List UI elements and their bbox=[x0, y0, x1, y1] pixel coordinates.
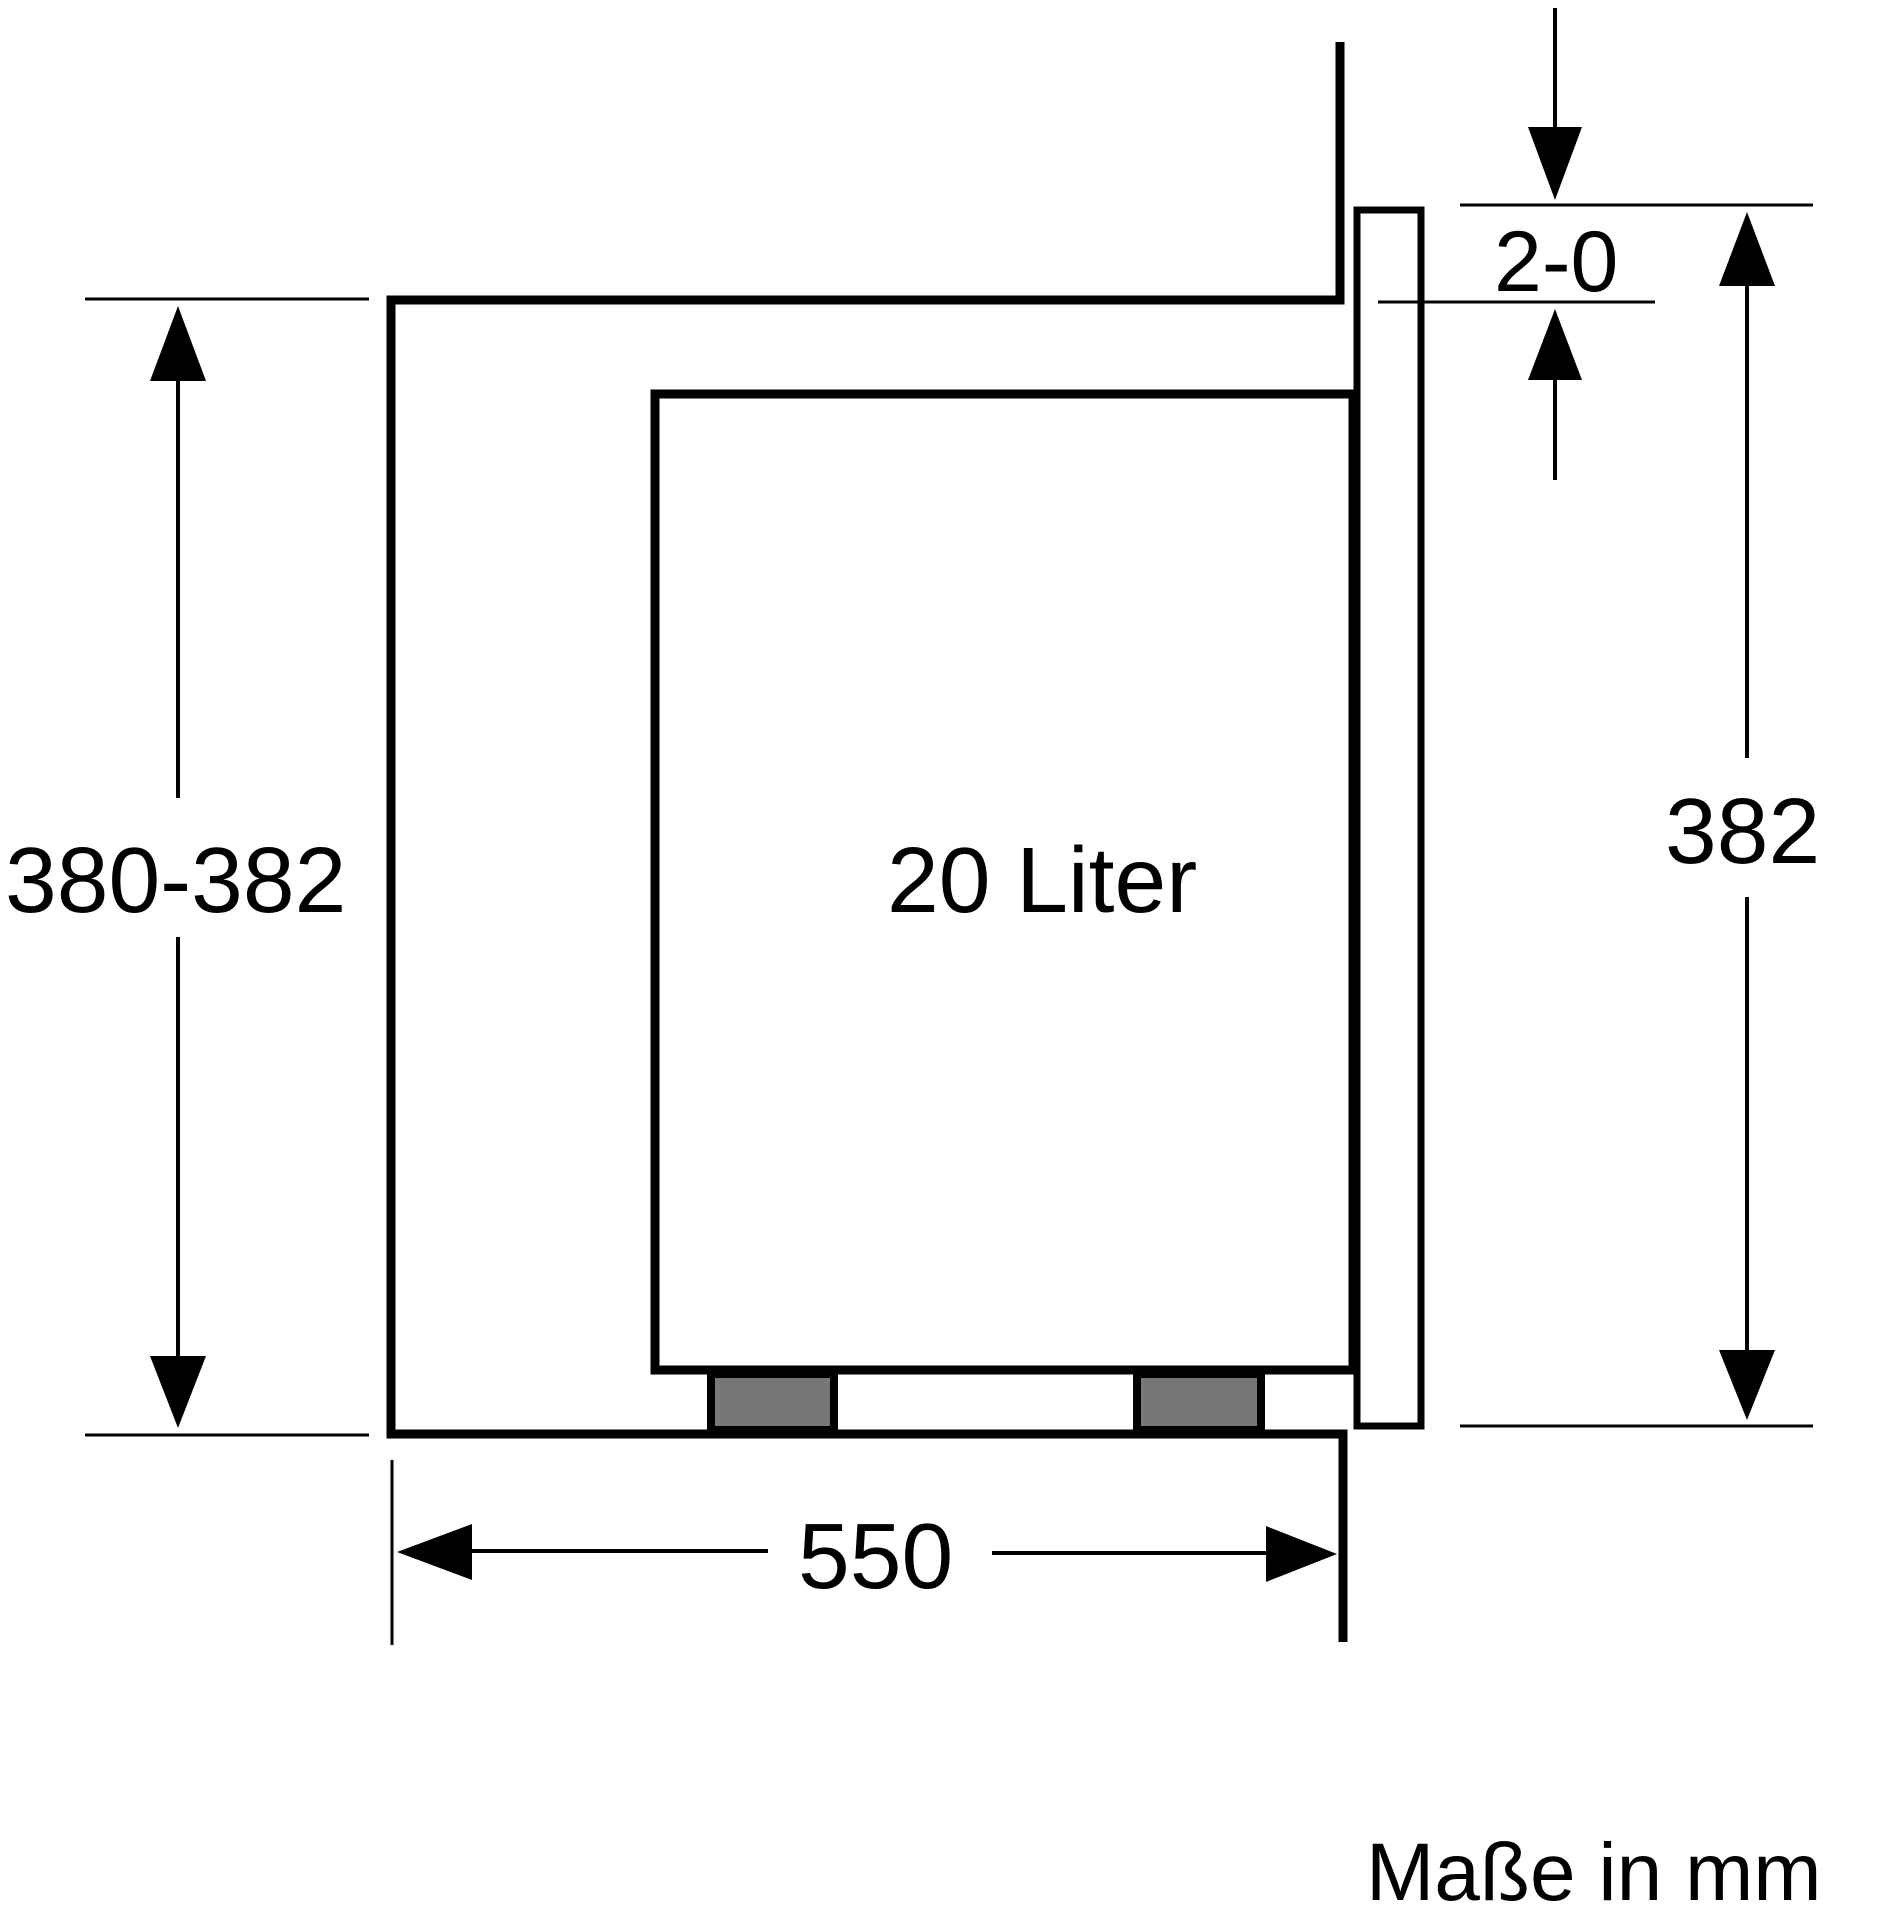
appliance-foot-right bbox=[1133, 1370, 1265, 1434]
arrow-up-icon bbox=[150, 306, 206, 381]
appliance-height-label: 382 bbox=[1665, 779, 1820, 883]
depth-dimension bbox=[390, 1460, 1337, 1645]
arrow-up-icon bbox=[1528, 309, 1582, 380]
volume-label: 20 Liter bbox=[887, 828, 1197, 932]
arrow-left-icon bbox=[397, 1524, 472, 1580]
niche-outline bbox=[386, 42, 1348, 1642]
arrow-right-icon bbox=[1266, 1526, 1337, 1582]
arrow-down-icon bbox=[150, 1356, 206, 1428]
units-note: Maße in mm bbox=[1366, 1827, 1822, 1908]
appliance-body bbox=[650, 389, 1358, 1375]
appliance-door-panel bbox=[1353, 206, 1425, 1430]
appliance-foot-left bbox=[707, 1370, 838, 1434]
niche-height-dimension bbox=[85, 297, 369, 1437]
arrow-down-icon bbox=[1719, 1350, 1775, 1420]
niche-height-label: 380-382 bbox=[5, 828, 346, 932]
depth-label: 550 bbox=[798, 1504, 953, 1608]
gap-label: 2-0 bbox=[1494, 214, 1618, 310]
arrow-up-icon bbox=[1719, 212, 1775, 286]
arrow-down-icon bbox=[1528, 127, 1582, 200]
gap-dimension bbox=[1378, 8, 1813, 480]
